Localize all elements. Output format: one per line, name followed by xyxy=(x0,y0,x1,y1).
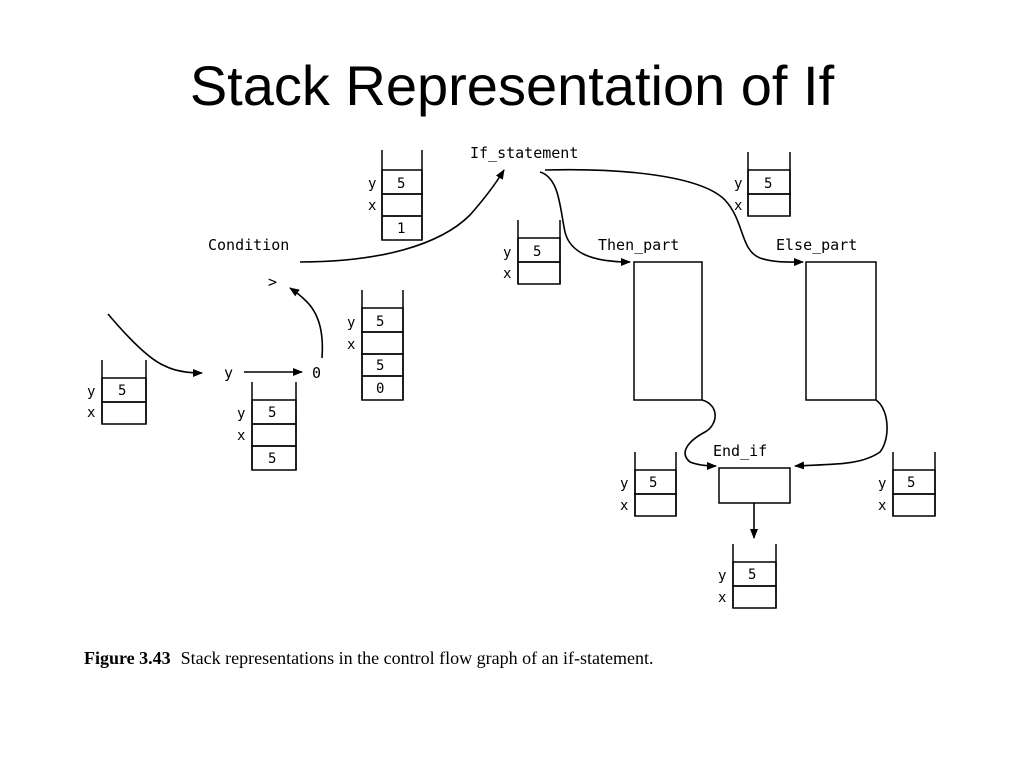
edge-entry-to-y xyxy=(107,313,203,377)
else-part-label: Else_part xyxy=(776,236,857,254)
edge-if-to-else xyxy=(544,168,804,267)
stack-label-x: x xyxy=(347,337,355,353)
edge-then-to-end xyxy=(684,399,717,470)
stack-cell: 5 xyxy=(268,405,276,421)
stack-cell: 5 xyxy=(268,451,276,467)
stack-label-y: y xyxy=(620,476,628,492)
stack-cell: 5 xyxy=(649,475,657,491)
stack-condition: y x 5 5 0 xyxy=(347,290,404,401)
condition-label: Condition xyxy=(208,236,289,254)
stack-cell: 5 xyxy=(397,176,405,192)
figure-caption-text: Stack representations in the control flo… xyxy=(180,648,654,668)
stack-then-exit: y x 5 xyxy=(620,452,677,517)
stack-cell: 5 xyxy=(907,475,915,491)
then-part-box xyxy=(633,261,703,401)
stack-label-x: x xyxy=(620,498,628,514)
then-part-label: Then_part xyxy=(598,236,679,254)
stack-cell: 5 xyxy=(118,383,126,399)
stack-end-exit: y x 5 xyxy=(718,544,777,609)
stack-then-entry: y x 5 xyxy=(503,220,561,285)
slide-title: Stack Representation of If xyxy=(189,54,835,117)
stack-top-right: y x 5 xyxy=(734,152,791,217)
stack-y-push: y x 5 5 xyxy=(237,382,297,471)
stack-left-entry: y x 5 xyxy=(87,360,147,425)
stack-cell: 5 xyxy=(764,176,772,192)
stack-cell: 5 xyxy=(533,244,541,260)
stack-cell: 1 xyxy=(397,221,405,237)
figure-caption: Figure 3.43 Stack representations in the … xyxy=(84,648,964,669)
stack-label-y: y xyxy=(347,315,355,331)
zero-node-label: 0 xyxy=(312,364,321,382)
stack-label-y: y xyxy=(718,568,726,584)
stack-label-x: x xyxy=(718,590,726,606)
stack-cell: 5 xyxy=(376,358,384,374)
stack-label-x: x xyxy=(878,498,886,514)
stack-label-x: x xyxy=(503,266,511,282)
y-node-label: y xyxy=(224,364,233,382)
stack-label-x: x xyxy=(734,198,742,214)
stack-label-x: x xyxy=(368,198,376,214)
greater-than-label: > xyxy=(268,273,277,291)
edge-condition-to-if xyxy=(299,169,505,263)
end-if-box xyxy=(718,467,791,504)
stack-label-y: y xyxy=(237,406,245,422)
stack-top-if: y x 5 1 xyxy=(368,150,423,241)
edge-if-to-then xyxy=(539,171,631,266)
edge-else-to-end xyxy=(794,399,888,470)
figure-number: Figure 3.43 xyxy=(84,648,171,668)
stack-label-y: y xyxy=(503,245,511,261)
stack-label-y: y xyxy=(734,176,742,192)
stack-else-exit: y x 5 xyxy=(878,452,936,517)
stack-label-y: y xyxy=(368,176,376,192)
else-part-box xyxy=(805,261,877,401)
stack-label-y: y xyxy=(87,384,95,400)
end-if-label: End_if xyxy=(713,442,767,460)
stack-cell: 0 xyxy=(376,381,384,397)
stack-cell: 5 xyxy=(376,314,384,330)
if-statement-label: If_statement xyxy=(470,144,578,162)
stack-label-x: x xyxy=(237,428,245,444)
stack-label-y: y xyxy=(878,476,886,492)
edge-zero-to-gt xyxy=(289,287,324,359)
stack-label-x: x xyxy=(87,405,95,421)
stack-cell: 5 xyxy=(748,567,756,583)
